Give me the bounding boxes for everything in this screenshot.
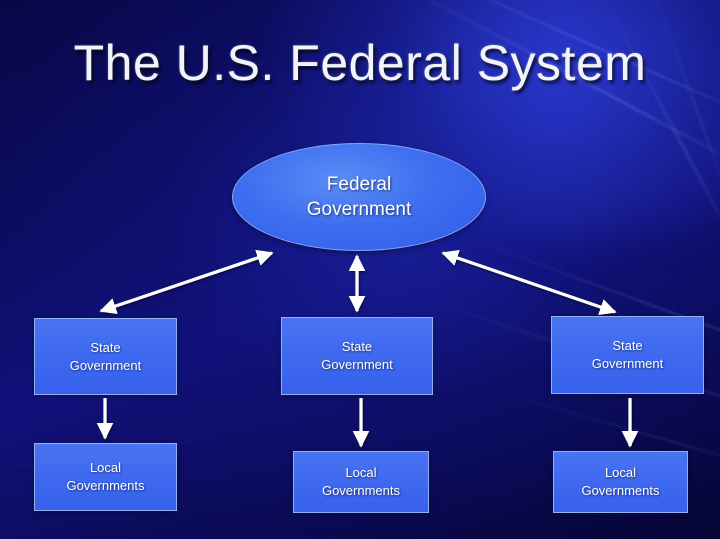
node-label-line2: Governments xyxy=(66,478,145,493)
node-local-governments-left[interactable]: Local Governments xyxy=(34,443,177,511)
node-label-line2: Governments xyxy=(321,483,401,498)
node-label-line2: Government xyxy=(591,356,664,371)
node-state-government-left[interactable]: State Government xyxy=(34,318,177,395)
node-label-line2: Government xyxy=(321,357,393,372)
node-state-government-center[interactable]: State Government xyxy=(281,317,433,395)
node-local-governments-right[interactable]: Local Governments xyxy=(553,451,688,513)
node-label-line1: State xyxy=(612,338,643,353)
node-label-line1: Local xyxy=(604,465,637,480)
connector-federal-to-state-right xyxy=(441,249,617,316)
background-streak xyxy=(644,0,720,215)
node-label-line2: Governments xyxy=(581,483,660,498)
node-federal-government[interactable]: Federal Government xyxy=(232,143,486,251)
slide-title: The U.S. Federal System xyxy=(73,35,647,91)
node-label-line1: State xyxy=(341,339,373,354)
node-label-line1: Local xyxy=(89,460,122,475)
node-label-line1: State xyxy=(90,339,121,355)
node-label-line1: Federal xyxy=(326,174,392,195)
node-label-line1: Local xyxy=(345,465,377,480)
connector-federal-to-state-left xyxy=(99,249,274,315)
node-local-governments-center[interactable]: Local Governments xyxy=(293,451,429,513)
node-label-line2: Government xyxy=(69,357,142,373)
node-state-government-right[interactable]: State Government xyxy=(551,316,704,394)
node-label-line2: Government xyxy=(306,199,412,220)
